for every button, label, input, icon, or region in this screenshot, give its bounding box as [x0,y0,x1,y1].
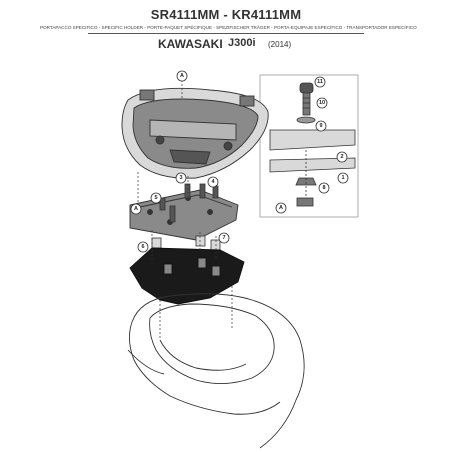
svg-text:5: 5 [154,195,157,201]
assembly-guide-lines [137,80,233,340]
callout-1: 1 [337,172,349,184]
callout-10: 10 [316,97,328,109]
svg-text:A: A [180,73,184,79]
vehicle-model: J300i [228,37,256,49]
callout-3: 3 [175,172,187,184]
metal-adapter-plate [129,189,239,241]
callout-a-inset: A [275,202,287,214]
svg-text:4: 4 [211,179,215,185]
svg-text:6: 6 [141,244,144,250]
callout-11: 11 [314,76,326,88]
svg-text:8: 8 [322,185,325,191]
product-code-title: SR4111MM - KR4111MM [150,7,302,22]
callout-7: 7 [218,232,230,244]
svg-text:9: 9 [319,123,322,129]
svg-text:A: A [134,206,138,212]
svg-text:2: 2 [340,154,343,160]
callout-a-plate: A [130,203,142,215]
callout-4: 4 [207,176,219,188]
svg-text:A: A [279,205,283,211]
callout-6: 6 [137,241,149,253]
specific-holder-subtitle: PORTAPACCO SPECIFICO - SPECIFIC HOLDER -… [40,25,417,30]
svg-text:3: 3 [179,175,182,181]
callout-2: 2 [336,151,348,163]
callout-a-top: A [176,70,188,82]
vehicle-year: (2014) [268,40,292,49]
header-divider [88,33,364,34]
svg-text:11: 11 [317,79,323,85]
top-case-base-plate [121,87,269,179]
detail-inset-frame [259,74,359,218]
callout-9: 9 [315,120,327,132]
vehicle-brand: KAWASAKI [158,37,223,51]
svg-text:1: 1 [341,175,344,181]
rear-rack [129,247,245,305]
inset-detail-assembly [269,82,356,207]
header: SR4111MM - KR4111MM PORTAPACCO SPECIFICO… [0,0,452,78]
callout-8: 8 [318,182,330,194]
svg-text:7: 7 [222,235,225,241]
scooter-rear-outline [127,293,305,449]
callout-5: 5 [150,192,162,204]
svg-text:10: 10 [319,100,325,106]
